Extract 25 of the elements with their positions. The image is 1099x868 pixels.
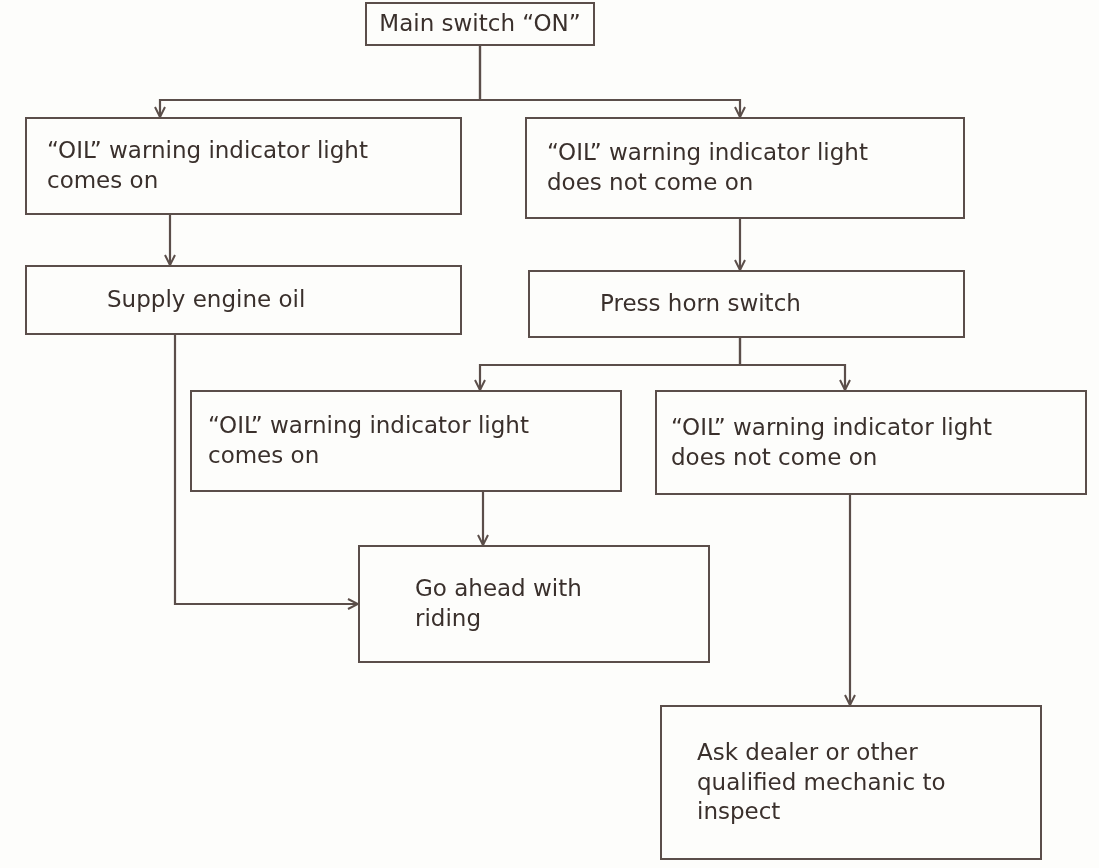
box-text: “OIL” warning indicator light does not come on (671, 412, 993, 472)
process-box (528, 270, 965, 338)
box-text: Main switch “ON” (379, 9, 581, 39)
process-box (358, 545, 710, 663)
arrow (164, 215, 176, 266)
arrow (173, 335, 359, 610)
box-text: “OIL” warning indicator light comes on (208, 411, 530, 470)
arrow (477, 492, 489, 546)
process-box (525, 117, 965, 219)
arrow (478, 46, 746, 118)
process-box (25, 265, 462, 335)
process-box (190, 390, 622, 492)
box-text: Ask dealer or other qualified mechanic to inspect (697, 737, 947, 827)
arrow (734, 219, 746, 271)
process-box (660, 705, 1042, 860)
process-box (25, 117, 462, 215)
box-text: Press horn switch (600, 289, 801, 319)
arrow (844, 495, 856, 706)
arrow (738, 338, 851, 391)
box-text: “OIL” warning indicator light comes on (47, 136, 369, 195)
process-box (655, 390, 1087, 495)
process-box (365, 2, 595, 46)
box-text: “OIL” warning indicator light does not come on (547, 138, 869, 197)
box-text: Go ahead with riding (415, 574, 583, 633)
box-text: Supply engine oil (107, 285, 306, 315)
